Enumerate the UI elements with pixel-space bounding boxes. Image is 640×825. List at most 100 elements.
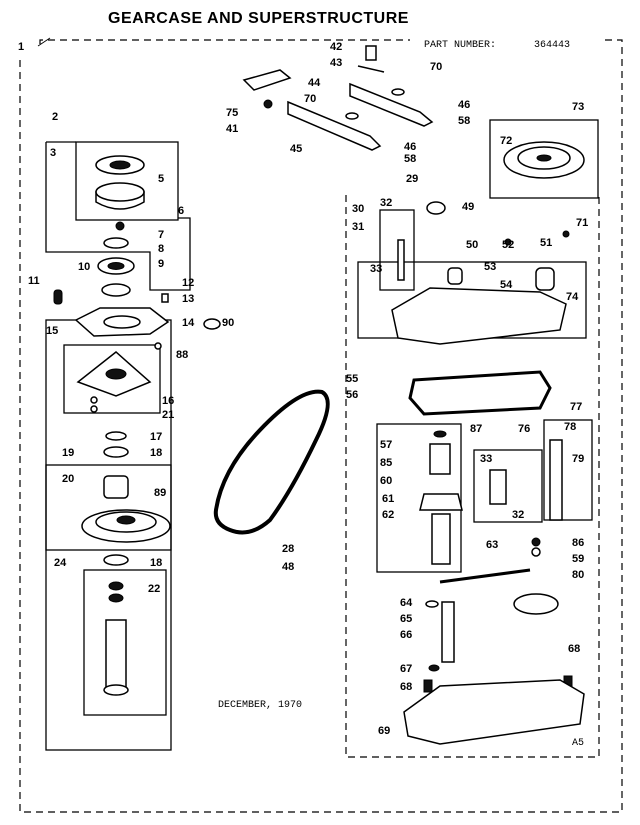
callout-58: 58 <box>458 115 470 127</box>
part-number: 364443 <box>534 40 571 51</box>
callout-52: 52 <box>502 239 514 251</box>
washer-70a <box>391 88 405 96</box>
diagram-date: DECEMBER, 1970 <box>218 700 303 711</box>
gear-80 <box>513 593 559 615</box>
callout-88: 88 <box>176 349 188 361</box>
seal-22a <box>108 581 124 591</box>
corner-code: A5 <box>572 738 585 749</box>
sheave-box <box>45 464 172 551</box>
gearcase-69 <box>403 679 585 745</box>
screw-51 <box>504 238 512 246</box>
callout-33: 33 <box>480 453 492 465</box>
washer-70b <box>345 112 359 120</box>
pulley-group-box <box>75 141 179 221</box>
gearcase-cover <box>391 287 567 345</box>
callout-48: 48 <box>282 561 294 573</box>
pulley-face <box>95 182 145 202</box>
callout-6: 6 <box>178 205 184 217</box>
callout-85: 85 <box>380 457 392 469</box>
callout-10: 10 <box>78 261 90 273</box>
arm-45 <box>287 100 382 151</box>
callout-29: 29 <box>406 173 418 185</box>
callout-61: 61 <box>382 493 394 505</box>
callout-73: 73 <box>572 101 584 113</box>
part-number-label: PART NUMBER: <box>424 40 497 51</box>
link-76-box <box>473 449 543 523</box>
callout-65: 65 <box>400 613 412 625</box>
bearing-hub <box>105 368 127 380</box>
drive-belt-28 <box>213 389 330 535</box>
callout-51: 51 <box>540 237 552 249</box>
washer-8 <box>103 237 129 249</box>
callout-59: 59 <box>572 553 584 565</box>
callout-7: 7 <box>158 229 164 241</box>
washer-21 <box>90 405 98 413</box>
ball-7 <box>115 221 125 231</box>
callout-75: 75 <box>226 107 238 119</box>
gear-stack-box <box>376 423 462 573</box>
callout-12: 12 <box>182 277 194 289</box>
callout-45: 45 <box>290 143 302 155</box>
callout-68: 68 <box>568 643 580 655</box>
callout-71: 71 <box>576 217 588 229</box>
callout-78: 78 <box>564 421 576 433</box>
callout-8: 8 <box>158 243 164 255</box>
bracket-75 <box>242 69 292 91</box>
callout-5: 5 <box>158 173 164 185</box>
spring-43 <box>357 65 385 73</box>
washer-18 <box>103 446 129 458</box>
callout-80: 80 <box>572 569 584 581</box>
callout-86: 86 <box>572 537 584 549</box>
pin-33 <box>397 239 405 281</box>
screw-88 <box>154 342 162 350</box>
pulley-73-box <box>489 119 599 199</box>
bushing-53 <box>447 267 463 285</box>
right-frame <box>345 195 600 758</box>
callout-41: 41 <box>226 123 238 135</box>
callout-11: 11 <box>28 275 40 287</box>
callout-60: 60 <box>380 475 392 487</box>
shaft-79 <box>549 439 563 521</box>
plug-90 <box>203 318 221 330</box>
callout-79: 79 <box>572 453 584 465</box>
washer-86 <box>531 537 541 547</box>
callout-53: 53 <box>484 261 496 273</box>
shaft-62 <box>431 513 451 565</box>
callout-44: 44 <box>308 77 321 89</box>
spring-85 <box>429 443 451 475</box>
callout-56: 56 <box>346 389 358 401</box>
arm-44 <box>349 82 434 127</box>
callout-43: 43 <box>330 57 342 69</box>
callout-32: 32 <box>380 197 392 209</box>
callout-28: 28 <box>282 543 294 555</box>
callout-76: 76 <box>518 423 530 435</box>
pulley-72-hub <box>536 154 552 162</box>
washer-64 <box>425 600 439 608</box>
bearing-20 <box>103 475 129 499</box>
callout-87: 87 <box>470 423 482 435</box>
shaft-66 <box>441 601 455 663</box>
callout-63: 63 <box>486 539 498 551</box>
washer-18b <box>103 554 129 566</box>
clutch-group-box <box>45 141 191 291</box>
callout-19: 19 <box>62 447 74 459</box>
callout-21: 21 <box>162 409 174 421</box>
callout-55: 55 <box>346 373 358 385</box>
screw-41 <box>263 99 273 109</box>
callout-77: 77 <box>570 401 582 413</box>
gasket-hole <box>103 315 141 329</box>
seal-22b <box>108 593 124 603</box>
callout-50: 50 <box>466 239 478 251</box>
callout-33: 33 <box>370 263 382 275</box>
callout-31: 31 <box>352 221 364 233</box>
callout-62: 62 <box>382 509 394 521</box>
shaft-77-box <box>543 419 593 521</box>
callout-72: 72 <box>500 135 512 147</box>
pump-box <box>83 569 167 716</box>
washer-57 <box>433 430 447 438</box>
sheave-hub <box>116 515 136 525</box>
screw-42 <box>365 45 377 61</box>
callout-89: 89 <box>154 487 166 499</box>
screw-68a <box>423 679 433 693</box>
